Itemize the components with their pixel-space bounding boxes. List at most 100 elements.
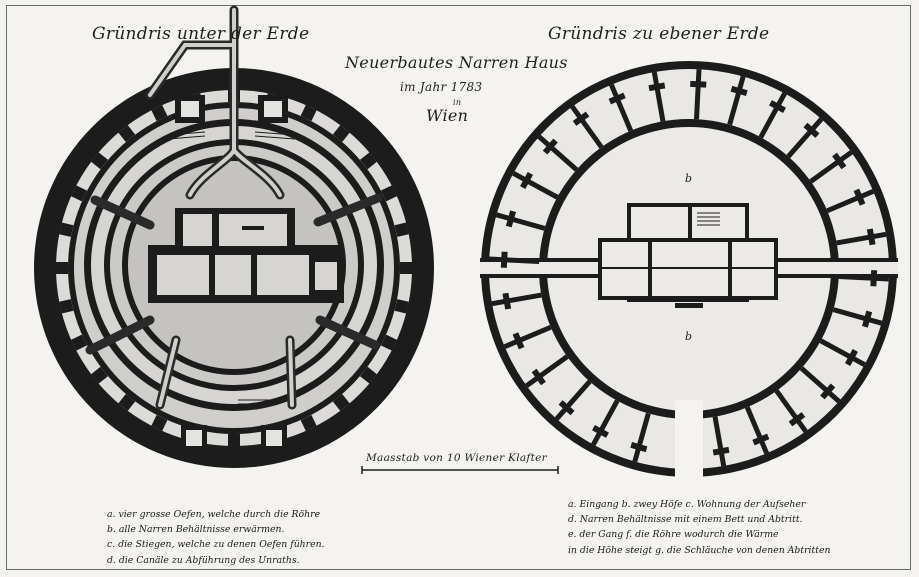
legend-underground: a. vier grosse Oefen, welche durch die R… (107, 507, 387, 568)
legend-line: c. die Stiegen, welche zu denen Oefen fü… (107, 539, 325, 551)
warden-building (598, 203, 778, 302)
cell-wall (491, 292, 542, 307)
central-building (148, 208, 344, 303)
in-label: in (453, 98, 462, 107)
cell-wall-end (608, 92, 626, 105)
cell-wall-end (730, 85, 748, 96)
cell-wall-end (712, 446, 730, 456)
cell-wall-end (862, 310, 873, 328)
cell-wall (300, 105, 317, 122)
cell-wall (591, 399, 620, 446)
cell-wall (651, 71, 666, 122)
cell-wall-end (844, 349, 858, 366)
cell-wall (118, 125, 136, 142)
courtyard-label: b (685, 172, 693, 185)
cell-wall (151, 105, 168, 122)
cell-wall (380, 334, 397, 351)
cell-wall (503, 324, 552, 349)
cell-wall (554, 379, 592, 421)
legend-line: b. alle Narren Behältnisse erwärmen. (107, 524, 285, 536)
cell-wall (360, 366, 377, 384)
cell-wall-end (572, 111, 590, 126)
cell-wall (632, 412, 651, 463)
cell-wall (71, 334, 88, 351)
cell-wall (380, 185, 397, 202)
cell-wall (495, 212, 546, 231)
courtyard-label: b (685, 330, 693, 343)
cell-wall (819, 338, 866, 367)
cell-wall-end (648, 82, 666, 92)
cell-wall-end (630, 442, 648, 453)
cell-wall-end (752, 433, 770, 446)
cell-wall (799, 366, 841, 404)
cell-wall (332, 125, 350, 142)
cell-wall-end (502, 292, 512, 310)
scale-bar (361, 466, 559, 474)
cell-wall (786, 117, 824, 159)
title-ground-floor: Gründris zu ebener Erde (548, 24, 770, 44)
cell-wall (300, 414, 317, 431)
cell-wall (489, 256, 540, 264)
cell-wall (71, 185, 88, 202)
ovens (175, 95, 288, 451)
legend-line: a. vier grosse Oefen, welche durch die R… (107, 509, 321, 520)
cell-wall-end (788, 412, 806, 427)
cell-wall (332, 394, 350, 411)
cell-wall (537, 134, 579, 172)
cell-wall (838, 274, 889, 282)
legend-line: in die Höhe steigt g. die Schläuche von … (568, 544, 831, 556)
cell-wall (570, 105, 604, 149)
cell-wall-end (500, 251, 508, 268)
cell-wall-end (832, 152, 847, 170)
cell-wall-end (558, 400, 575, 416)
print-frame (6, 5, 911, 570)
cell-wall-end (853, 188, 866, 206)
scale-label: Maasstab von 10 Wiener Klafter (366, 452, 547, 464)
cell-wall-end (769, 100, 786, 114)
legend-line: d. Narren Behältnisse mit einem Bett und… (568, 514, 803, 526)
cell-wall (809, 150, 853, 184)
legend-line: e. der Gang f. die Röhre wodurch die Wär… (568, 529, 779, 541)
cell-wall (118, 394, 136, 411)
year-label: im Jahr 1783 (400, 80, 483, 94)
cell-wall (744, 406, 769, 455)
cell-wall (59, 299, 74, 314)
legend-ground-floor: a. Eingang b. zwey Höfe c. Wohnung der A… (568, 497, 868, 558)
cell-wall (826, 189, 875, 214)
cell-wall-end (820, 383, 836, 400)
cell-wall-end (866, 228, 876, 246)
cell-wall (832, 307, 883, 326)
cell-wall (151, 414, 168, 431)
cell-wall-end (592, 424, 609, 438)
cell-wall (394, 222, 409, 237)
cell-wall (712, 416, 727, 467)
cell-wall (836, 231, 887, 246)
cell-wall-end (512, 332, 525, 350)
cell-wall (91, 366, 108, 384)
subtitle: Neuerbautes Narren Haus (345, 53, 568, 72)
cell-wall (394, 299, 409, 314)
cell-wall (512, 171, 559, 200)
cell-wall-end (505, 210, 516, 228)
cell-wall-end (690, 80, 707, 88)
cell-wall-end (803, 122, 820, 138)
cell-wall-end (531, 368, 546, 386)
cell-wall (525, 354, 569, 388)
cell-wall (59, 222, 74, 237)
title-underground: Gründris unter der Erde (92, 24, 310, 44)
cell-wall (694, 69, 702, 120)
cell-wall (727, 75, 746, 126)
legend-line: d. die Canäle zu Abführung des Unraths. (107, 554, 300, 566)
cell-wall-end (520, 172, 534, 189)
cell-wall (774, 389, 808, 433)
cell-wall (758, 92, 787, 139)
entrance-gap (675, 400, 703, 485)
cell-wall (360, 152, 377, 170)
cell-wall-end (870, 270, 878, 287)
legend-line: a. Eingang b. zwey Höfe c. Wohnung der A… (568, 499, 806, 510)
city-label: Wien (426, 106, 469, 125)
cell-wall (609, 83, 634, 132)
cell-wall-end (542, 138, 558, 155)
